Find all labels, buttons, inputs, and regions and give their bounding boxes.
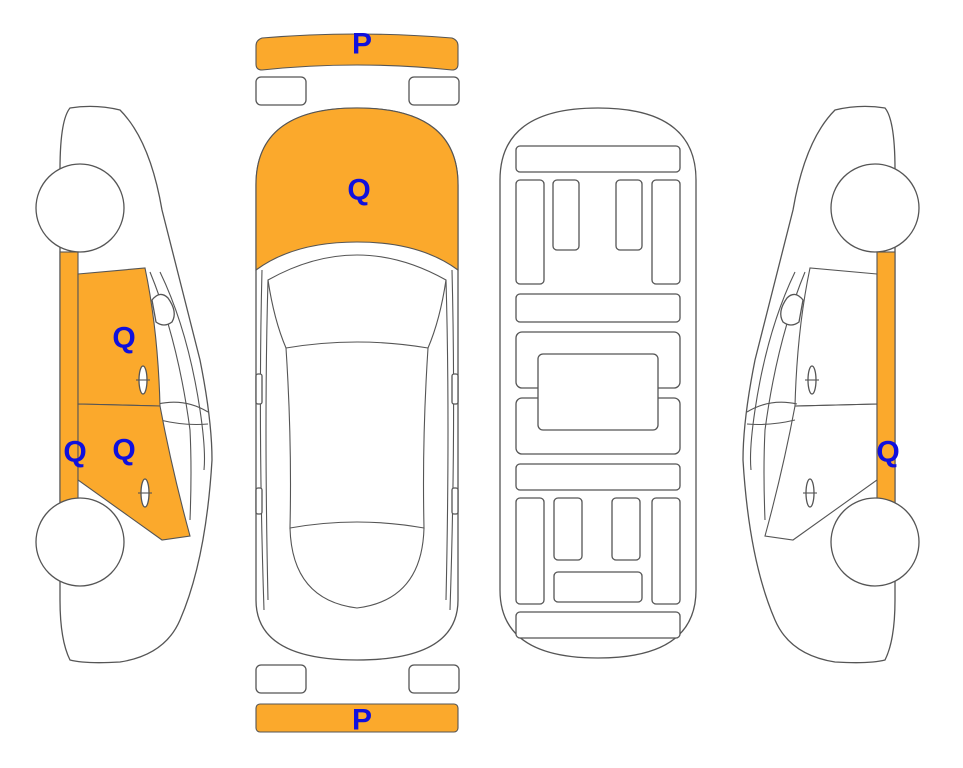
top-view: P Q P xyxy=(255,28,460,737)
front-bumper-label: P xyxy=(352,28,372,61)
left-rocker-label: Q xyxy=(63,436,86,469)
hood-label: Q xyxy=(347,174,370,207)
left-rear-door-panel[interactable] xyxy=(77,403,191,541)
rear-bumper-panel[interactable] xyxy=(255,703,459,733)
right-front-wheel xyxy=(830,163,920,253)
left-rear-wheel xyxy=(35,497,125,587)
hood-panel[interactable] xyxy=(255,107,459,272)
left-side-view: Q Q Q xyxy=(35,105,213,664)
rear-bumper-label: P xyxy=(352,704,372,737)
right-rocker-label: Q xyxy=(876,436,899,469)
right-side-view xyxy=(742,105,920,664)
underbody-view xyxy=(499,107,697,659)
left-front-wheel xyxy=(35,163,125,253)
right-rear-wheel xyxy=(830,497,920,587)
left-front-door-label: Q xyxy=(112,322,135,355)
front-bumper-panel[interactable] xyxy=(255,33,459,71)
left-rear-door-label: Q xyxy=(112,434,135,467)
